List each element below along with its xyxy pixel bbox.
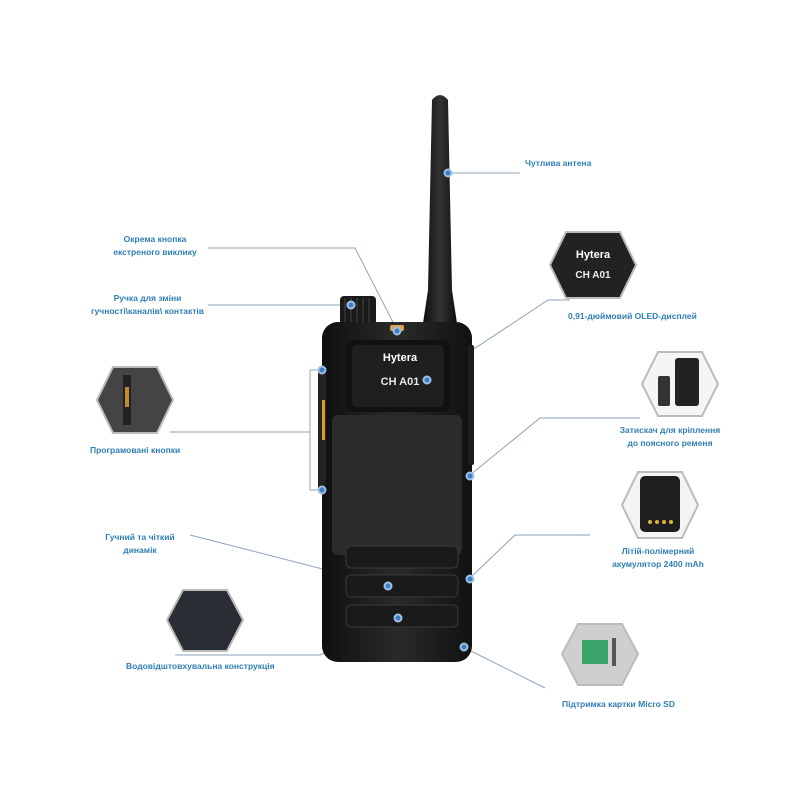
leader-emergency xyxy=(208,247,398,331)
clip-thumbnail xyxy=(640,351,720,417)
leader-buttons xyxy=(170,369,322,491)
label-antenna: Чутлива антена xyxy=(525,158,592,168)
brand-logo: Hytera xyxy=(382,352,418,364)
marker-knob xyxy=(346,300,356,310)
marker-speaker xyxy=(383,581,393,591)
label-emergency-1: Окрема кнопка xyxy=(123,234,187,244)
marker-waterproof xyxy=(393,613,403,623)
display-thumbnail: Hytera CH A01 xyxy=(548,231,638,299)
marker-clip xyxy=(465,471,475,481)
antenna xyxy=(422,95,458,330)
label-speaker-2: динамік xyxy=(123,545,157,555)
marker-emergency xyxy=(392,326,402,336)
thumb-display: CH A01 xyxy=(575,270,611,281)
leader-battery xyxy=(469,534,590,579)
label-battery-2: акумулятор 2400 mAh xyxy=(612,559,704,569)
label-clip-2: до поясного ременя xyxy=(627,438,713,448)
label-battery-1: Літій-полімерний xyxy=(621,546,695,556)
label-waterproof: Водовідштовхувальна конструкція xyxy=(126,661,275,671)
thumb-brand: Hytera xyxy=(576,249,611,261)
speaker-grille xyxy=(345,545,459,569)
display-text: CH A01 xyxy=(380,376,420,388)
label-microsd: Підтримка картки Micro SD xyxy=(562,699,675,709)
marker-antenna xyxy=(443,168,453,178)
leader-clip xyxy=(469,417,640,476)
label-buttons: Програмовані кнопки xyxy=(90,445,181,455)
battery-thumbnail xyxy=(620,471,700,539)
leader-microsd xyxy=(464,647,546,689)
label-display: 0,91-дюймовий OLED-дисплей xyxy=(568,311,697,321)
label-speaker-1: Гучний та чіткий xyxy=(105,532,175,542)
microsd-thumbnail xyxy=(560,623,640,686)
label-clip-1: Затискач для кріплення xyxy=(619,425,721,435)
marker-microsd xyxy=(459,642,469,652)
label-emergency-2: екстреного виклику xyxy=(113,247,197,257)
label-knob-2: гучності\каналів\ контактів xyxy=(91,306,204,316)
buttons-thumbnail xyxy=(95,366,175,434)
marker-buttons-top xyxy=(317,365,327,375)
waterproof-thumbnail xyxy=(165,589,245,652)
marker-battery xyxy=(465,574,475,584)
marker-display xyxy=(422,375,432,385)
marker-buttons-bottom xyxy=(317,485,327,495)
label-knob-1: Ручка для зміни xyxy=(113,293,182,303)
